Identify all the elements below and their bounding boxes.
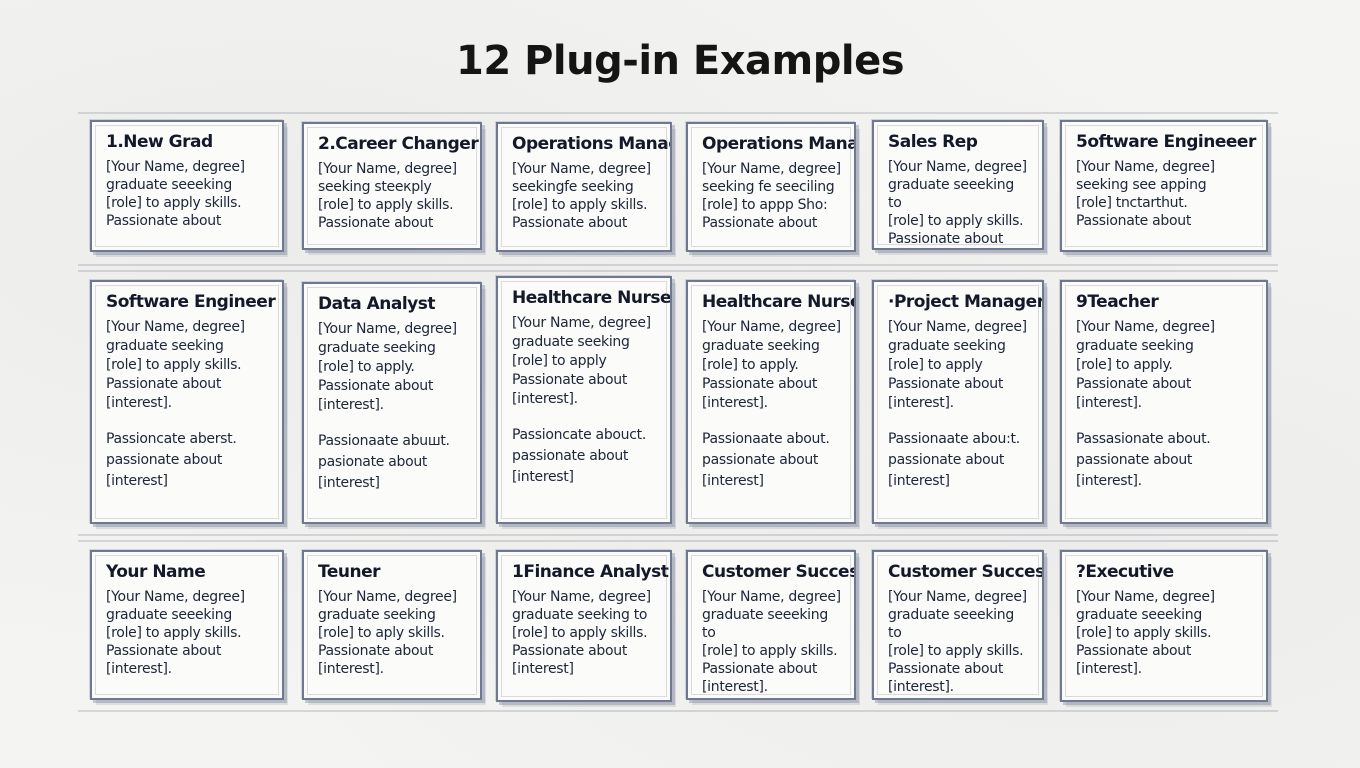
card-body: [Your Name, degree] graduate seeking [ro… — [106, 319, 245, 411]
row-1 — [78, 112, 1278, 266]
card-title: Your Name — [106, 562, 206, 582]
card-title: Software Engineer — [106, 292, 276, 312]
card-extra-text: Passionaate about. passionate about [int… — [702, 431, 830, 489]
card-title: Data Analyst — [318, 294, 435, 314]
example-card: Teuner [Your Name, degree] graduate seek… — [302, 550, 482, 700]
example-card: Sales Rep [Your Name, degree] graduate s… — [872, 120, 1044, 250]
card-body: [Your Name, degree] graduate seeking [ro… — [888, 319, 1027, 411]
card-title: 2.Career Changer — [318, 134, 479, 154]
card-title: ·Project Manager — [888, 292, 1044, 312]
card-title: Operations Manager — [702, 134, 854, 154]
row-2 — [78, 270, 1278, 536]
card-title: 1Finance Analyst — [512, 562, 669, 582]
card-body: [Your Name, degree] seeking see apping [… — [1076, 159, 1215, 229]
example-card: Customer Success [Your Name, degree] gra… — [686, 550, 856, 700]
example-card: Operations Manager [Your Name, degree] s… — [496, 122, 672, 252]
card-title: Healthcare Nurse — [512, 288, 672, 308]
card-extra-text: Passioncate aberst. passionate about [in… — [106, 431, 237, 489]
card-body: [Your Name, degree] graduate seeking [ro… — [318, 589, 457, 677]
example-card: ?Executive [Your Name, degree] graduate … — [1060, 550, 1268, 702]
example-card: Healthcare Nurse [Your Name, degree] gra… — [496, 276, 672, 524]
card-body: [Your Name, degree] graduate seeking [ro… — [702, 319, 841, 411]
card-body: [Your Name, degree] graduate seeeking [r… — [106, 589, 245, 677]
card-title: Healthcare Nurse — [702, 292, 856, 312]
card-body: [Your Name, degree] graduate seeking [ro… — [1076, 319, 1215, 411]
card-body: [Your Name, degree] graduate seeeking to… — [888, 589, 1027, 695]
card-title: Sales Rep — [888, 132, 978, 152]
card-body: [Your Name, degree] seekingfe seeking [r… — [512, 161, 651, 231]
card-body: [Your Name, degree] graduate seeeking to… — [702, 589, 841, 695]
example-card: 5oftware Engineeer [Your Name, degree] s… — [1060, 120, 1268, 252]
card-title: Customer Success — [888, 562, 1044, 582]
card-title: 5oftware Engineeer — [1076, 132, 1256, 152]
card-body: [Your Name, degree] seeking fe seeciling… — [702, 161, 841, 231]
card-extra-text: Passionaate abuшt. pasionate about [inte… — [318, 433, 450, 491]
card-body: [Your Name, degree] graduate seeking to … — [512, 589, 651, 677]
example-card: Your Name [Your Name, degree] graduate s… — [90, 550, 284, 700]
example-card: Customer Success [Your Name, degree] gra… — [872, 550, 1044, 700]
example-card: 9Teacher [Your Name, degree] graduate se… — [1060, 280, 1268, 524]
card-body: [Your Name, degree] seeking steeкply [ro… — [318, 161, 457, 231]
example-card: 2.Career Changer [Your Name, degree] see… — [302, 122, 482, 250]
example-card: Software Engineer [Your Name, degree] gr… — [90, 280, 284, 524]
example-card: 1Finance Analyst [Your Name, degree] gra… — [496, 550, 672, 702]
card-body: [Your Name, degree] graduate seeeking to… — [888, 159, 1027, 247]
card-extra-text: Passioncate abouct. passionate about [in… — [512, 427, 646, 485]
example-card: Operations Manager [Your Name, degree] s… — [686, 122, 856, 252]
card-body: [Your Name, degree] graduate seeeking [r… — [1076, 589, 1215, 677]
card-title: Operations Manager — [512, 134, 670, 154]
card-extra-text: Passasionate about. passionate about [in… — [1076, 431, 1211, 489]
example-card: Data Analyst [Your Name, degree] graduat… — [302, 282, 482, 524]
card-title: ?Executive — [1076, 562, 1174, 582]
card-body: [Your Name, degree] graduate seeeking [r… — [106, 159, 245, 229]
card-extra-text: Passionaate abou:t. passionate about [in… — [888, 431, 1020, 489]
card-title: 1.New Grad — [106, 132, 213, 152]
page-title: 12 Plug-in Examples — [455, 38, 905, 84]
card-title: 9Teacher — [1076, 292, 1159, 312]
example-card: 1.New Grad [Your Name, degree] graduate … — [90, 120, 284, 252]
card-title: Teuner — [318, 562, 381, 582]
row-3 — [78, 540, 1278, 712]
card-title: Customer Success — [702, 562, 856, 582]
card-body: [Your Name, degree] graduate seeking [ro… — [512, 315, 651, 407]
example-card: ·Project Manager [Your Name, degree] gra… — [872, 280, 1044, 524]
card-body: [Your Name, degree] graduate seeking [ro… — [318, 321, 457, 413]
example-card: Healthcare Nurse [Your Name, degree] gra… — [686, 280, 856, 524]
